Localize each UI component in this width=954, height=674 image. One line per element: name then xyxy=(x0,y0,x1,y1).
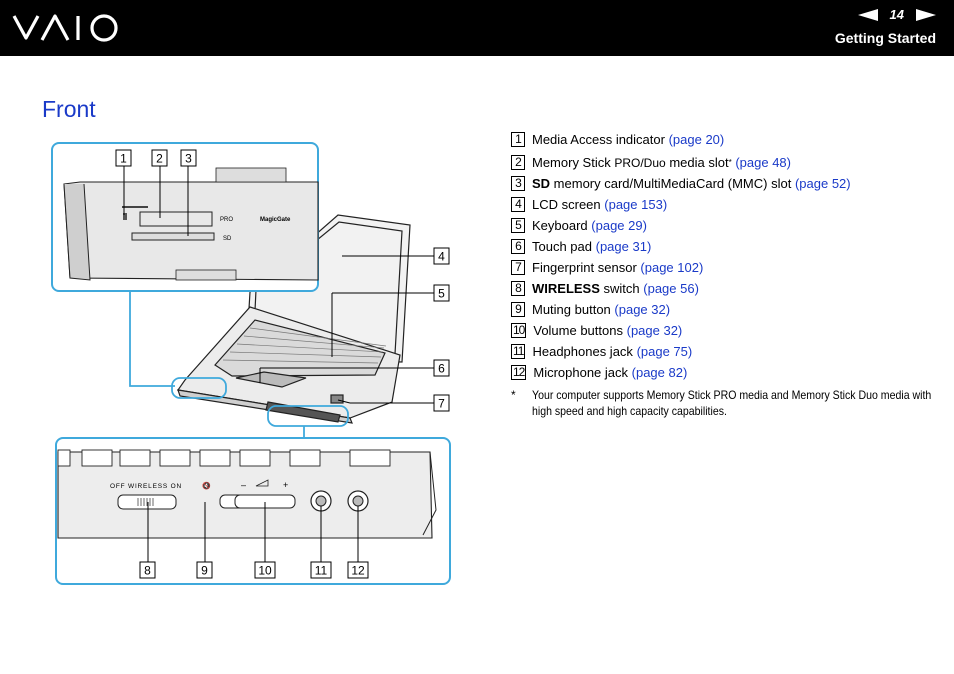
legend-item: 4 LCD screen (page 153) xyxy=(511,197,667,212)
svg-text:9: 9 xyxy=(201,564,208,578)
legend-item: 8 WIRELESS switch (page 56) xyxy=(511,281,699,296)
page-link[interactable]: (page 82) xyxy=(631,365,688,380)
laptop-front-illustration: PRO MagicGate SD OFF WIRELESS ON xyxy=(51,142,451,585)
laptop-body xyxy=(176,214,411,424)
page-navigation: 14 xyxy=(857,7,936,22)
svg-text:–: – xyxy=(241,480,246,490)
legend-item: 9 Muting button (page 32) xyxy=(511,302,670,317)
page-link[interactable]: (page 102) xyxy=(640,260,704,275)
svg-text:7: 7 xyxy=(438,397,445,411)
legend-number: 11 xyxy=(511,344,526,359)
legend-number: 8 xyxy=(511,281,525,296)
slot-detail-inset: PRO MagicGate SD xyxy=(51,142,319,292)
svg-text:11: 11 xyxy=(315,564,328,578)
callout-5: 5 xyxy=(433,284,450,302)
svg-text:5: 5 xyxy=(438,287,445,301)
next-page-icon[interactable] xyxy=(916,8,936,21)
callout-4: 4 xyxy=(433,247,450,265)
svg-text:MagicGate: MagicGate xyxy=(260,217,291,223)
page-link[interactable]: (page 56) xyxy=(643,281,699,296)
page-link[interactable]: (page 31) xyxy=(595,239,652,254)
legend-number: 12 xyxy=(511,365,527,380)
legend-number: 10 xyxy=(511,323,527,338)
callout-8: 8 xyxy=(139,561,156,579)
svg-text:8: 8 xyxy=(144,564,151,578)
callout-9: 9 xyxy=(196,561,213,579)
header-bar: 14 Getting Started xyxy=(0,0,954,56)
svg-text:2: 2 xyxy=(156,152,163,166)
legend-number: 9 xyxy=(511,302,525,317)
svg-text:1: 1 xyxy=(120,152,127,166)
legend-number: 3 xyxy=(511,176,525,191)
page-link[interactable]: (page 32) xyxy=(614,302,671,317)
svg-text:+: + xyxy=(283,480,288,490)
legend-item: 6 Touch pad (page 31) xyxy=(511,239,651,254)
legend-item: 5 Keyboard (page 29) xyxy=(511,218,647,233)
callout-3: 3 xyxy=(180,149,197,167)
callout-10: 10 xyxy=(254,561,276,579)
page-link[interactable]: (page 52) xyxy=(794,176,851,191)
legend-number: 7 xyxy=(511,260,525,275)
page-link[interactable]: (page 29) xyxy=(591,218,647,233)
legend-number: 2 xyxy=(511,155,525,170)
legend-number: 1 xyxy=(511,132,525,147)
svg-text:OFF WIRELESS ON: OFF WIRELESS ON xyxy=(110,483,182,490)
vaio-logo xyxy=(12,14,118,42)
front-controls-inset: OFF WIRELESS ON 🔇 – + xyxy=(55,437,451,585)
previous-page-icon[interactable] xyxy=(857,8,878,21)
page-link[interactable]: (page 48) xyxy=(735,155,791,170)
callout-2: 2 xyxy=(151,149,168,167)
callout-numbers: 1 2 3 4 5 6 7 8 9 10 11 12 xyxy=(115,149,450,579)
svg-text:6: 6 xyxy=(438,362,445,376)
svg-text:🔇: 🔇 xyxy=(202,481,211,490)
page-title: Front xyxy=(42,96,96,122)
section-title: Getting Started xyxy=(834,30,936,46)
svg-text:SD: SD xyxy=(223,236,232,242)
legend-item: 10 Volume buttons (page 32) xyxy=(511,323,683,338)
footnote-text: Your computer supports Memory Stick PRO … xyxy=(532,388,932,418)
svg-text:12: 12 xyxy=(351,564,365,578)
legend-item: 1 Media Access indicator (page 20) xyxy=(511,132,724,147)
legend-item: 12 Microphone jack (page 82) xyxy=(511,365,688,380)
page-link[interactable]: (page 75) xyxy=(636,344,693,359)
legend-item: 3 SD memory card/MultiMediaCard (MMC) sl… xyxy=(511,176,851,191)
callout-7: 7 xyxy=(433,394,450,412)
footnote: * Your computer supports Memory Stick PR… xyxy=(511,387,931,419)
svg-text:10: 10 xyxy=(258,564,272,578)
svg-text:4: 4 xyxy=(438,250,445,264)
legend-item: 11 Headphones jack (page 75) xyxy=(511,344,693,359)
legend-number: 5 xyxy=(511,218,525,233)
page-link[interactable]: (page 32) xyxy=(626,323,683,338)
callout-11: 11 xyxy=(310,561,332,579)
page-number: 14 xyxy=(889,7,904,22)
legend-item: 2 Memory Stick PRO/Duo media slot* (page… xyxy=(511,155,791,170)
page-link[interactable]: (page 20) xyxy=(668,132,725,147)
svg-text:3: 3 xyxy=(185,152,192,166)
footnote-marker: * xyxy=(511,388,516,402)
legend-number: 4 xyxy=(511,197,525,212)
callout-12: 12 xyxy=(347,561,369,579)
page-link[interactable]: (page 153) xyxy=(604,197,668,212)
svg-text:PRO: PRO xyxy=(220,217,233,223)
legend-item: 7 Fingerprint sensor (page 102) xyxy=(511,260,703,275)
legend-number: 6 xyxy=(511,239,525,254)
callout-6: 6 xyxy=(433,359,450,377)
callout-1: 1 xyxy=(115,149,132,167)
